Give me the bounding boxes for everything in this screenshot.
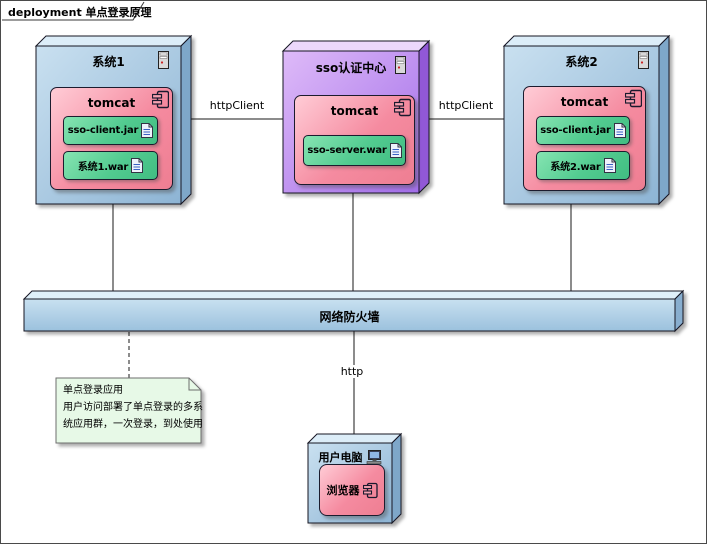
link-label-http: http — [331, 365, 373, 378]
component-icon — [152, 90, 169, 109]
component-icon — [625, 89, 642, 108]
artifact-system1-war: 系统1.war — [63, 151, 158, 180]
artifact-label: sso-client.jar — [540, 125, 611, 136]
artifact-icon — [141, 123, 154, 138]
link-label-httpclient-left: httpClient — [209, 99, 265, 112]
artifact-label: 系统1.war — [77, 162, 129, 173]
artifact-label: 系统2.war — [550, 162, 601, 173]
node-label-system2: 系统2 — [565, 55, 598, 69]
connectors — [112, 118, 572, 435]
node-label-system1: 系统1 — [92, 55, 125, 69]
note-line: 单点登录应用 — [63, 385, 123, 396]
artifact-icon — [603, 158, 616, 173]
component-icon — [394, 98, 411, 117]
component-icon — [362, 482, 378, 498]
component-label: tomcat — [330, 104, 379, 118]
node-label-sso-center: sso认证中心 — [315, 61, 387, 75]
artifact-icon — [613, 123, 626, 138]
artifact-label: sso-server.war — [307, 145, 387, 156]
frame-tab-outline — [2, 1, 145, 21]
component-label: tomcat — [87, 96, 136, 110]
node-label-user-pc: 用户电脑 — [318, 451, 363, 464]
node-header-user-pc: 用户电脑 — [308, 449, 392, 465]
server-icon — [638, 51, 649, 69]
note-shape — [55, 377, 202, 444]
component-browser: 浏览器 — [319, 464, 385, 516]
artifact-sso-client-jar: sso-client.jar — [63, 116, 158, 145]
frame-title: deployment 单点登录原理 — [8, 6, 152, 19]
link-label-httpclient-right: httpClient — [438, 99, 494, 112]
computer-icon — [366, 449, 381, 464]
component-label: tomcat — [560, 95, 609, 109]
node-label-firewall: 网络防火墙 — [319, 310, 380, 324]
artifact-sso-server-war: sso-server.war — [303, 135, 406, 166]
artifact-sso-client-jar: sso-client.jar — [536, 116, 630, 145]
note-line: 用户访问部署了单点登录的多系 — [63, 402, 203, 413]
artifact-icon — [131, 158, 144, 173]
artifact-label: sso-client.jar — [67, 125, 139, 136]
component-label: 浏览器 — [326, 484, 360, 497]
note-line: 统应用群，一次登录，到处使用 — [63, 419, 203, 430]
server-icon — [158, 51, 169, 69]
node-firewall — [22, 289, 685, 333]
artifact-system2-war: 系统2.war — [536, 151, 630, 180]
server-icon — [395, 56, 406, 74]
note: 单点登录应用 用户访问部署了单点登录的多系 统应用群，一次登录，到处使用 — [63, 382, 203, 433]
artifact-icon — [389, 143, 402, 158]
